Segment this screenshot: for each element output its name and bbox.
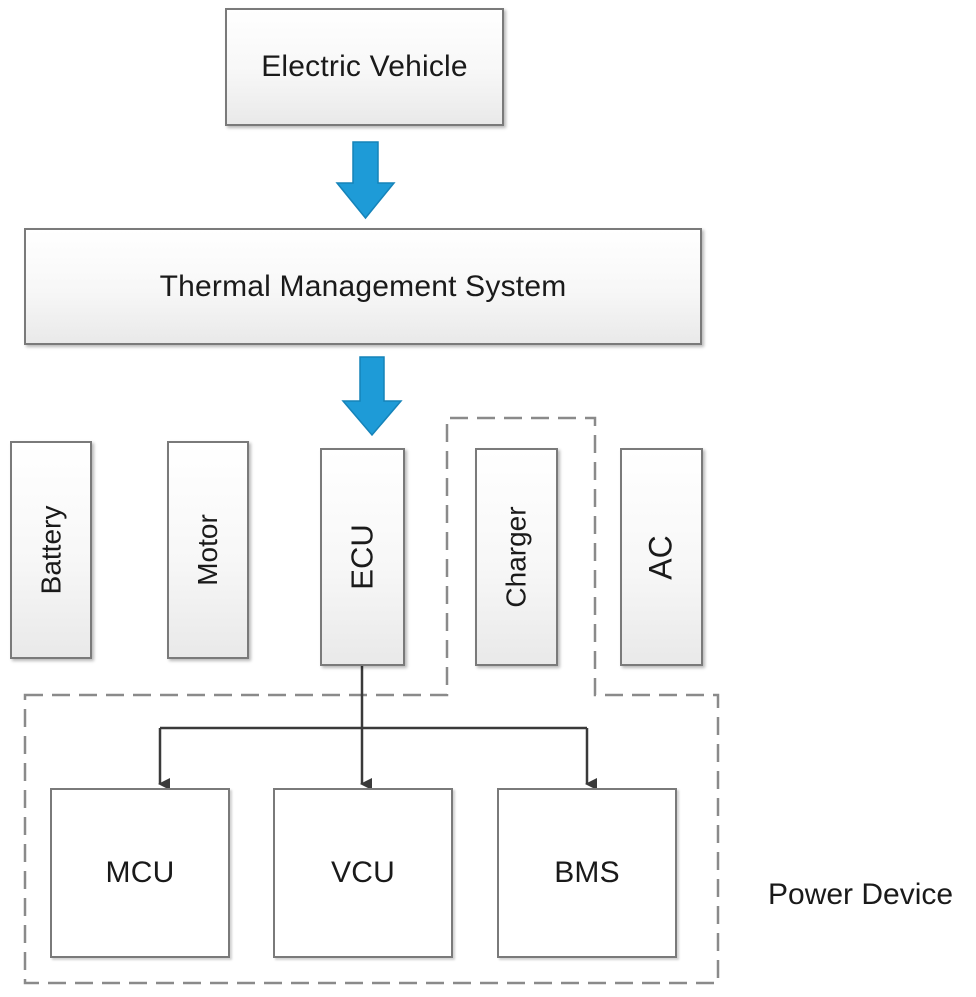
mcu-label: MCU <box>105 856 175 889</box>
thermal-management-system-label: Thermal Management System <box>159 269 567 303</box>
charger-label: Charger <box>500 506 532 608</box>
electric-vehicle-label: Electric Vehicle <box>261 50 468 83</box>
battery-node: Battery <box>10 441 92 659</box>
motor-node: Motor <box>167 441 249 659</box>
charger-node: Charger <box>475 448 558 666</box>
battery-label: Battery <box>35 505 67 595</box>
power-device-dashed-outline <box>23 416 720 985</box>
bms-node: BMS <box>497 788 677 958</box>
bms-label: BMS <box>554 856 620 889</box>
ecu-label: ECU <box>344 524 380 590</box>
ac-label: AC <box>642 534 679 580</box>
blue-down-arrow-1 <box>335 141 396 220</box>
motor-label: Motor <box>191 514 223 586</box>
vcu-label: VCU <box>331 856 395 889</box>
vcu-node: VCU <box>273 788 453 958</box>
mcu-node: MCU <box>50 788 230 958</box>
ecu-node: ECU <box>320 448 405 666</box>
thermal-management-system-node: Thermal Management System <box>24 228 702 345</box>
blue-down-arrow-2 <box>341 356 403 437</box>
electric-vehicle-node: Electric Vehicle <box>225 8 504 126</box>
ac-node: AC <box>620 448 703 666</box>
power-device-group-label: Power Device <box>768 878 954 911</box>
